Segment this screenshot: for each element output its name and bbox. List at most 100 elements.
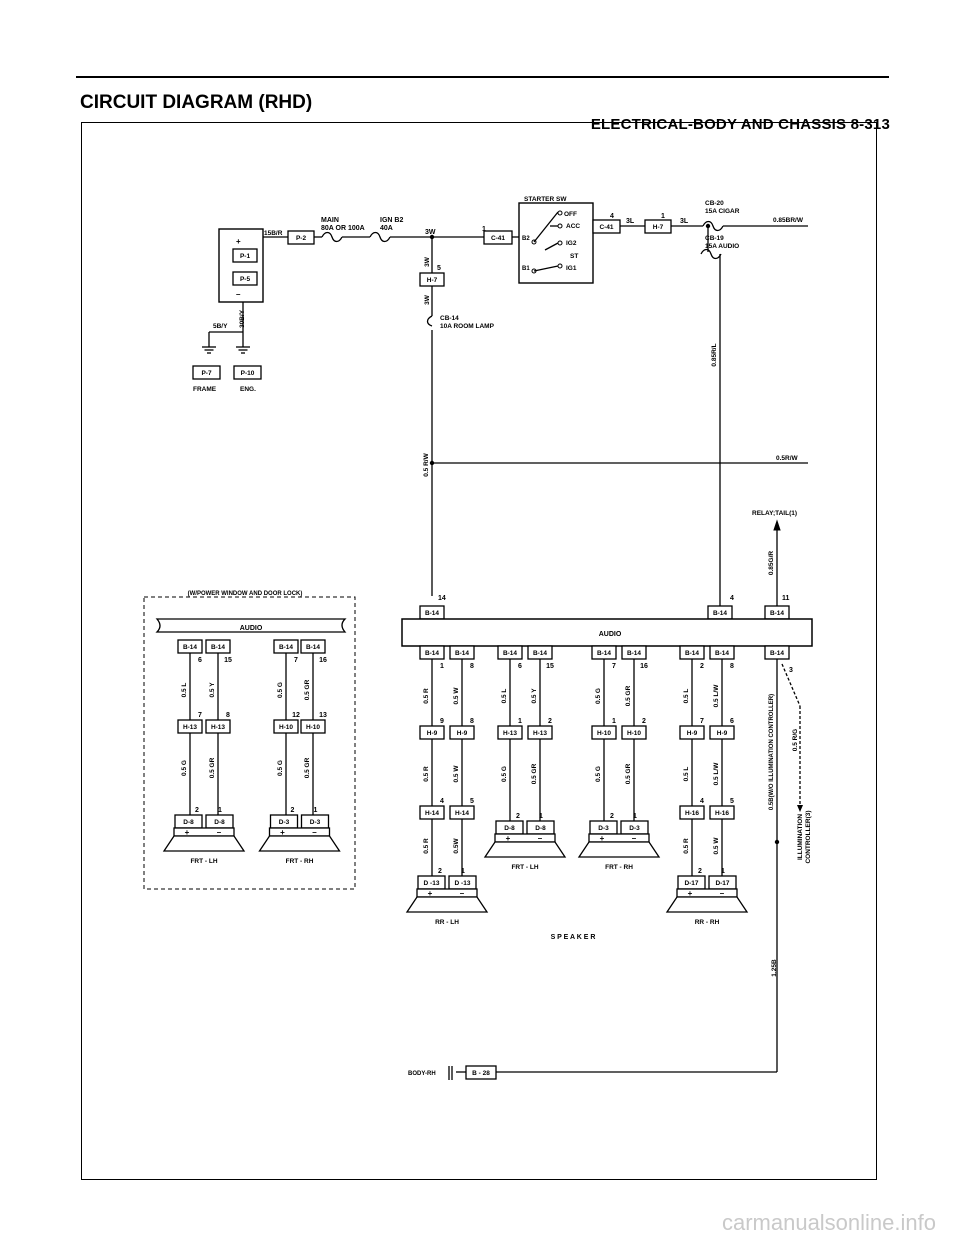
- fuse-symbol: [321, 231, 343, 243]
- wire-label: 3W: [424, 294, 431, 305]
- connector-h7: H-7: [427, 277, 438, 284]
- pin-label: 11: [782, 595, 790, 602]
- harness-connector: H-16: [715, 810, 729, 817]
- wire-label: 0.5 GR: [531, 763, 538, 784]
- pin-label: 1: [482, 226, 486, 233]
- wire-label: 0.5 R/W: [423, 452, 430, 476]
- pin-label: 1: [721, 868, 725, 875]
- arrow-head: [797, 805, 803, 812]
- switch-contact: [557, 263, 563, 269]
- harness-connector: H-10: [306, 724, 320, 731]
- wire-label: 0.5 W: [453, 687, 460, 705]
- header-text: ELECTRICAL-BODY AND CHASSIS 8-313: [590, 116, 890, 133]
- pin-label: 2: [438, 868, 442, 875]
- fuse-label: 40A: [380, 225, 393, 232]
- speaker-caption: S P E A K E R: [551, 934, 596, 941]
- wire-label: 0.85R/L: [711, 343, 718, 366]
- pin-label: 2: [698, 868, 702, 875]
- fuse-label: IGN B2: [380, 217, 403, 224]
- pin-label: 1: [314, 807, 318, 814]
- wire-label: 0.5 R: [683, 838, 690, 854]
- pin-label: 2: [610, 813, 614, 820]
- connector-p7-box: [192, 365, 221, 380]
- wire-label: 1.25B: [771, 959, 778, 977]
- harness-connector: H-16: [685, 810, 699, 817]
- pin-label: 1: [440, 663, 444, 670]
- harness-connector: H-10: [279, 724, 293, 731]
- wire-label: 0.5 G: [181, 760, 188, 776]
- speaker-cone: [665, 896, 749, 913]
- breaker-label: CB-14: [440, 315, 459, 322]
- pin-label: 6: [198, 657, 202, 664]
- pin-label: 7: [612, 663, 616, 670]
- wire-label: 0.85BR/W: [773, 217, 804, 224]
- pin-label: 15: [546, 663, 554, 670]
- illum-label: ILLUMINATION: [797, 814, 804, 860]
- speaker-connector: D-3: [598, 825, 609, 832]
- wire-label: 0.5W: [453, 838, 460, 854]
- audio-connector: B-14: [533, 650, 547, 657]
- audio-connector: B-14: [211, 644, 225, 651]
- pin-label: 8: [470, 718, 474, 725]
- pin-label: 2: [195, 807, 199, 814]
- pin-label: 2: [642, 718, 646, 725]
- speaker-plus: +: [506, 834, 511, 843]
- pin-label: 4: [730, 595, 734, 602]
- pin-label: 16: [319, 657, 327, 664]
- wire-label: 0.5 L: [501, 689, 508, 704]
- ground-label: FRAME: [193, 386, 217, 393]
- switch-arm: [544, 242, 559, 251]
- connector-b28: B - 28: [472, 1070, 490, 1077]
- battery-terminal-box: [232, 271, 258, 286]
- body-ground-label: BODY-RH: [408, 1071, 436, 1077]
- header-rule: [76, 76, 889, 78]
- speaker-connector: D-8: [183, 819, 194, 826]
- pin-label: 9: [440, 718, 444, 725]
- speaker-label: FRT - LH: [190, 858, 217, 865]
- breaker-label: CB-20: [705, 200, 724, 207]
- pin-label: 1: [661, 213, 665, 220]
- harness-connector: H-9: [427, 730, 438, 737]
- fuse-symbol: [369, 231, 391, 243]
- option-audio-label: AUDIO: [240, 625, 263, 632]
- option-box: [143, 596, 356, 890]
- wire-label: 3L: [626, 218, 635, 225]
- pin-label: 14: [438, 595, 446, 602]
- pin-label: 5: [437, 265, 441, 272]
- relay-label: RELAY;TAIL(1): [752, 510, 797, 517]
- wire-label: 15B/R: [264, 230, 283, 237]
- audio-connector: B-14: [770, 610, 784, 617]
- audio-connector: B-14: [627, 650, 641, 657]
- speaker-body: [588, 833, 650, 843]
- wire-label: 0.85G/R: [768, 551, 775, 576]
- pin-label: 3: [789, 667, 793, 674]
- harness-connector: H-14: [455, 810, 469, 817]
- speaker-connector: D-3: [279, 819, 290, 826]
- wire-label: 0.5 W: [453, 765, 460, 783]
- pin-label: 15: [224, 657, 232, 664]
- wire-label: 0.5 W: [713, 837, 720, 855]
- speaker-minus: –: [460, 889, 465, 898]
- pin-label: 7: [294, 657, 298, 664]
- wire-label: 0.5 Y: [209, 682, 216, 698]
- pin-label: 1: [218, 807, 222, 814]
- wire-label: 0.5 GR: [625, 763, 632, 784]
- audio-connector: B-14: [685, 650, 699, 657]
- connector-p10: P-10: [241, 370, 255, 377]
- pin-label: 1: [461, 868, 465, 875]
- audio-connector: B-14: [306, 644, 320, 651]
- diagram-frame: [81, 122, 877, 1180]
- audio-connector: B-14: [503, 650, 517, 657]
- speaker-cone: [577, 841, 661, 858]
- switch-position: ACC: [566, 223, 580, 230]
- wire-label: 3W: [424, 256, 431, 267]
- switch-position: IG2: [566, 240, 577, 247]
- battery-block: [218, 228, 264, 303]
- wire-label: 0.5 G: [595, 688, 602, 704]
- speaker-connector: D-17: [715, 880, 729, 887]
- fuse-label: 80A OR 100A: [321, 225, 365, 232]
- breaker-label: 15A AUDIO: [705, 243, 739, 250]
- wire-label: 0.5 GR: [304, 757, 311, 778]
- audio-connector: B-14: [597, 650, 611, 657]
